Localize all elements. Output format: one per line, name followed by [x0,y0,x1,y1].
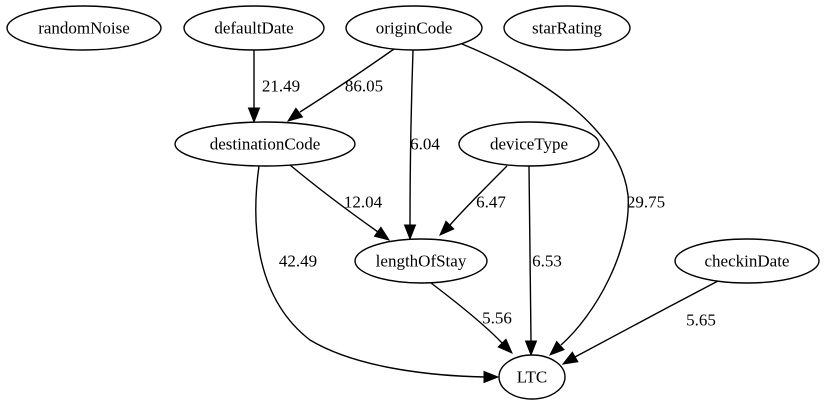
node-ellipse [498,354,566,400]
node-defaultDate: defaultDate [183,5,325,51]
arrow-head-icon [524,340,538,357]
arrow-head-icon [561,351,579,365]
node-ellipse [174,121,356,167]
edge-lengthOfStay-to-LTC: 5.56 [430,282,513,354]
node-label: lengthOfStay [376,252,467,271]
edge-originCode-to-destinationCode: 86.05 [286,48,395,122]
node-label: randomNoise [38,19,130,38]
edge-line [461,43,629,346]
edge-checkinDate-to-LTC: 5.65 [561,280,719,365]
node-label: destinationCode [210,135,320,154]
edge-weight-label: 29.75 [627,193,665,212]
arrow-head-icon [286,107,304,122]
arrow-head-icon [403,224,417,241]
arrow-head-icon [247,107,261,124]
node-randomNoise: randomNoise [6,5,162,51]
arrow-head-icon [548,340,565,356]
edge-destinationCode-to-LTC: 42.49 [255,165,500,384]
edge-line [574,280,719,358]
node-ellipse [354,238,488,284]
edge-weight-label: 42.49 [279,252,317,271]
arrow-head-icon [497,338,513,354]
node-lengthOfStay: lengthOfStay [354,238,488,284]
edge-weight-label: 5.56 [482,309,512,328]
edge-destinationCode-to-lengthOfStay: 12.04 [289,164,391,241]
arrow-head-icon [439,220,455,236]
node-checkinDate: checkinDate [674,238,820,284]
edges-layer: 21.49 86.05 6.04 29.75 12.04 42.49 6.47 6.53 5.5… [247,43,719,384]
edge-originCode-to-lengthOfStay: 6.04 [403,49,440,241]
node-label: originCode [376,19,453,38]
edge-weight-label: 5.65 [686,311,716,330]
edge-weight-label: 6.04 [410,135,440,154]
node-ellipse [6,5,162,51]
edge-line [409,49,414,226]
edge-line [289,164,379,233]
node-ellipse [458,121,600,167]
edge-line [430,282,504,345]
node-label: defaultDate [214,19,293,38]
edge-line [299,48,395,113]
node-label: deviceType [490,135,568,154]
arrow-head-icon [373,226,391,241]
edge-line [528,165,532,342]
edge-weight-label: 6.47 [476,193,506,212]
node-label: LTC [517,368,548,387]
edge-line [449,165,508,226]
edge-deviceType-to-lengthOfStay: 6.47 [439,165,508,236]
node-ellipse [345,5,483,51]
node-label: starRating [532,19,602,38]
node-ellipse [183,5,325,51]
node-destinationCode: destinationCode [174,121,356,167]
edge-weight-label: 12.04 [344,193,383,212]
arrow-head-icon [483,370,500,384]
edge-weight-label: 86.05 [345,77,383,96]
edge-originCode-to-LTC: 29.75 [461,43,665,356]
edge-weight-label: 21.49 [262,77,300,96]
node-originCode: originCode [345,5,483,51]
edge-line [255,165,485,378]
node-starRating: starRating [503,5,631,51]
node-deviceType: deviceType [458,121,600,167]
edge-weight-label: 6.53 [532,252,562,271]
node-label: checkinDate [705,252,790,271]
edge-defaultDate-to-destinationCode: 21.49 [247,50,300,124]
node-LTC: LTC [498,354,566,400]
node-ellipse [674,238,820,284]
node-ellipse [503,5,631,51]
nodes-layer: randomNoise defaultDate originCode starRati… [6,5,820,400]
edge-deviceType-to-LTC: 6.53 [524,165,562,357]
